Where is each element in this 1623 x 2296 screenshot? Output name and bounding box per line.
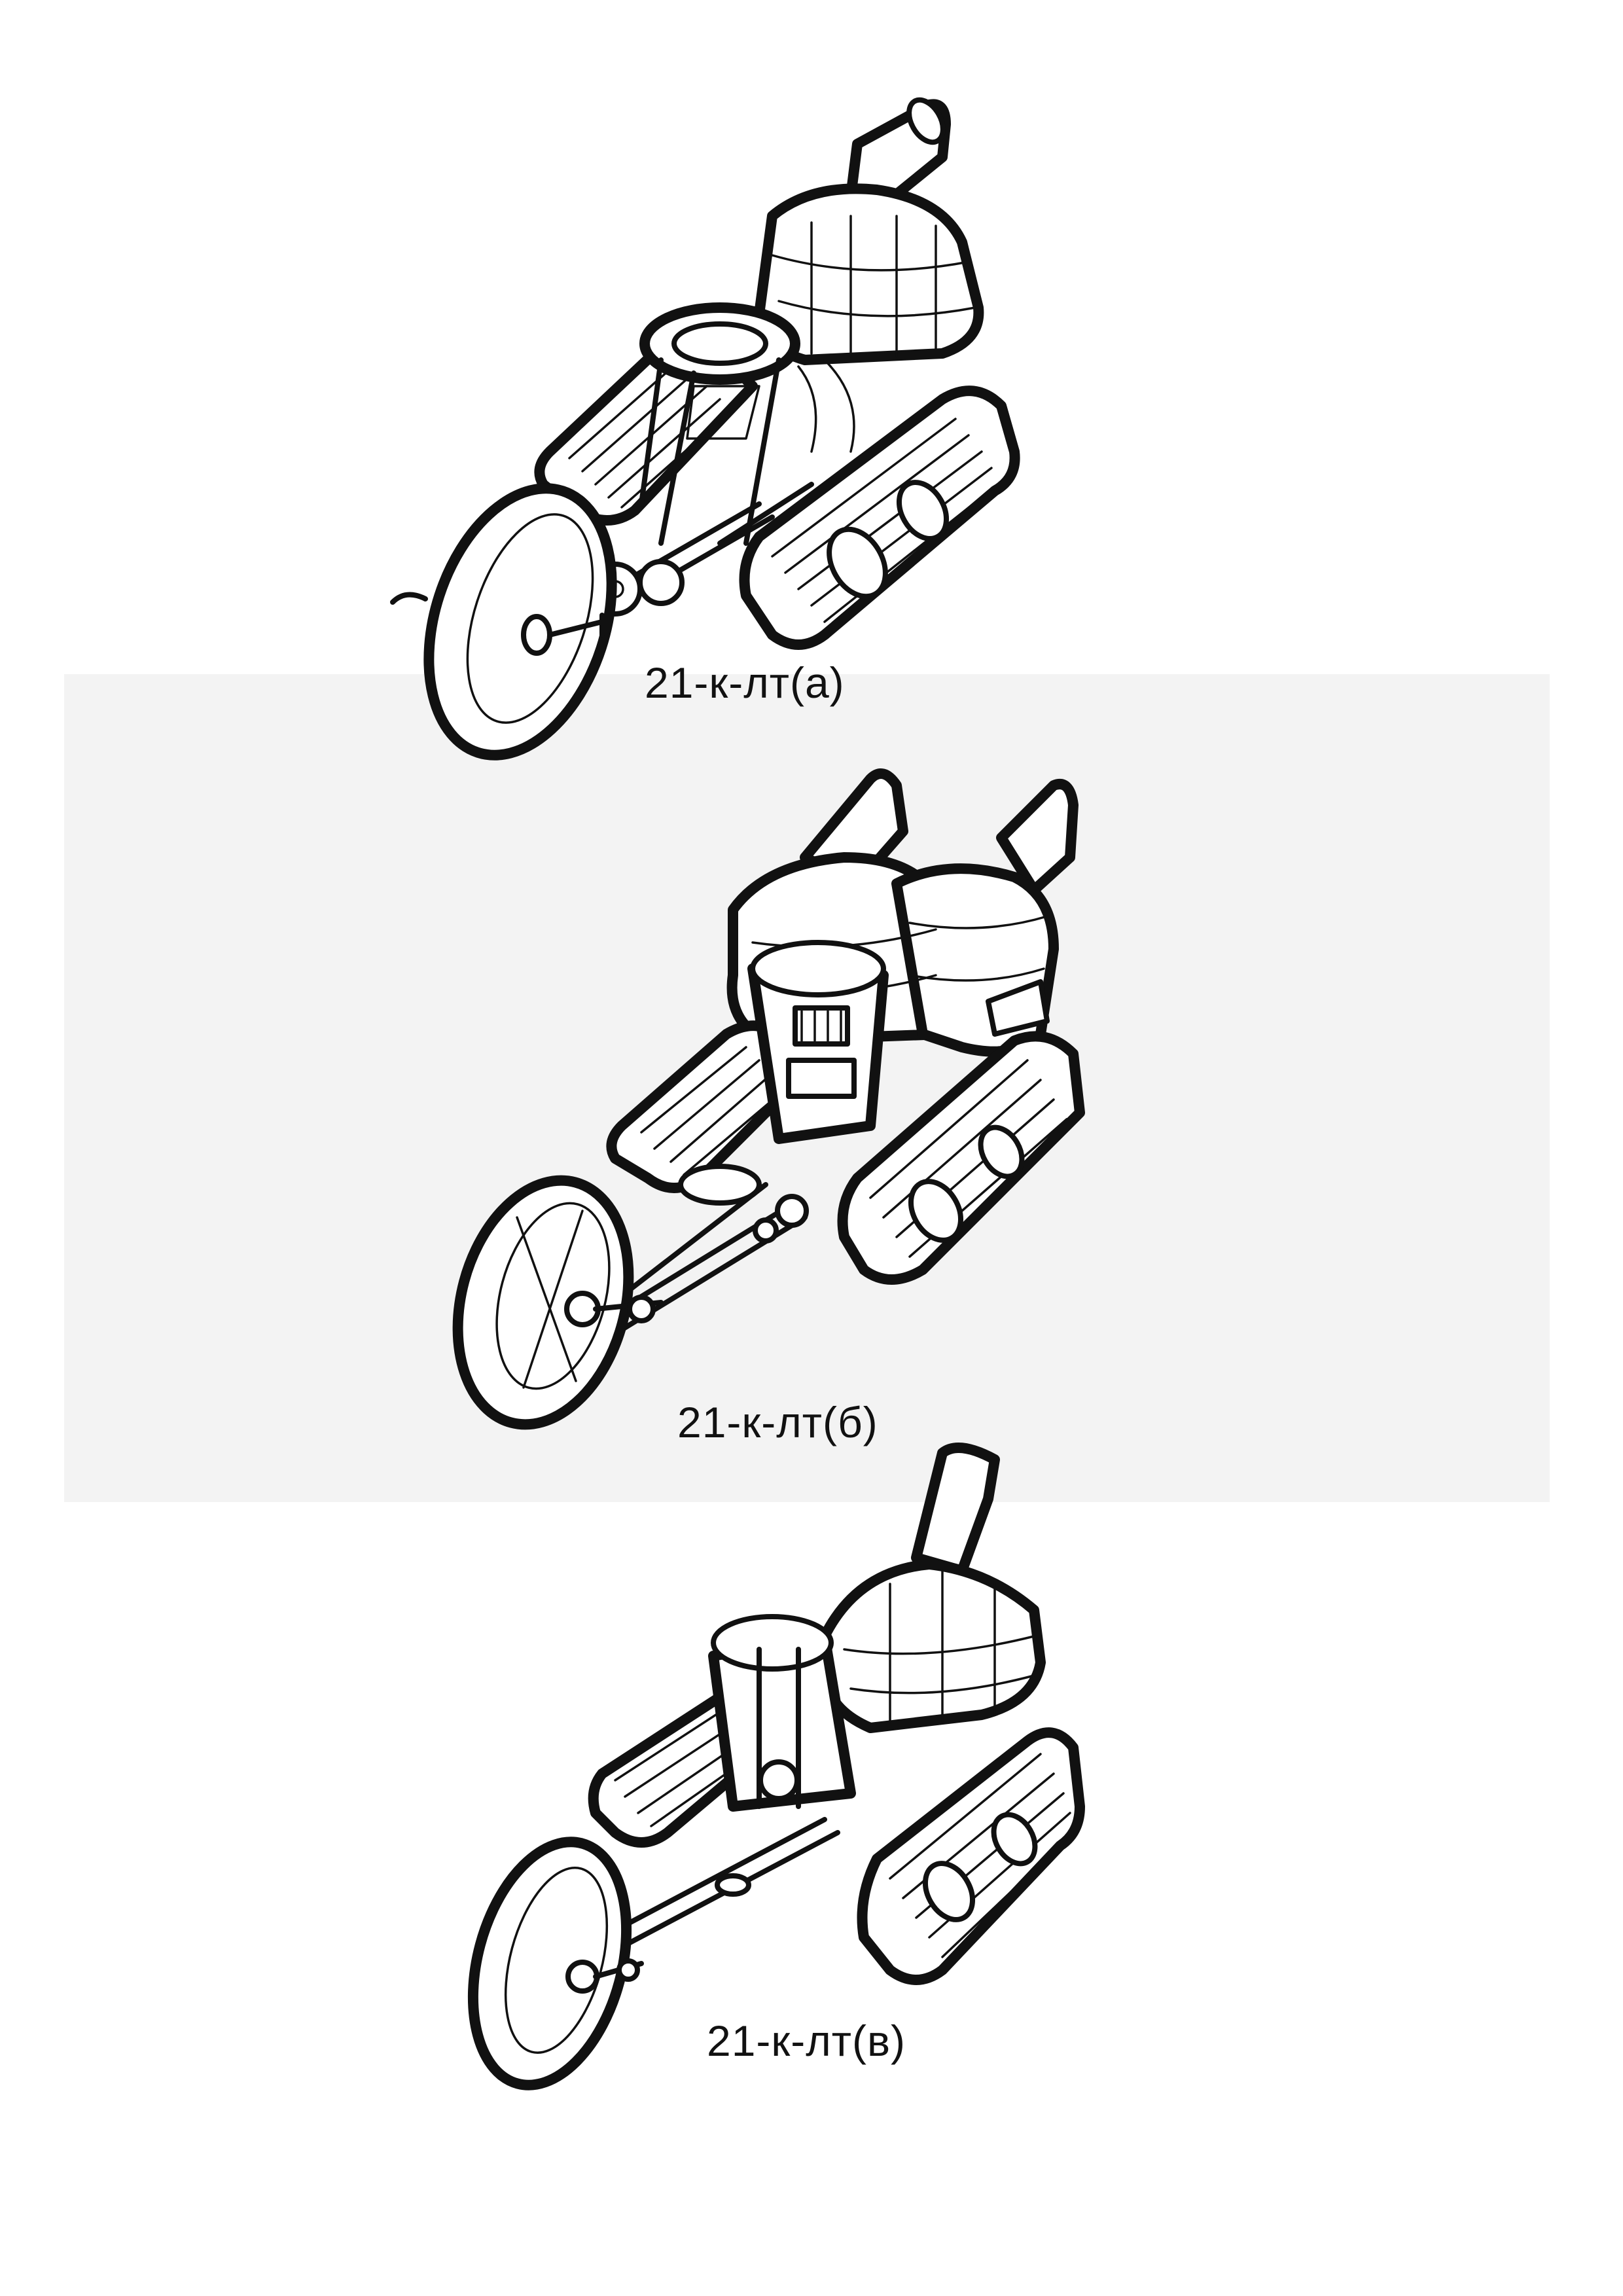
sketch-a-caption: 21-к-лт(а): [645, 658, 845, 707]
sketch-c-caption: 21-к-лт(в): [707, 2017, 906, 2065]
vehicle-sketch-a: [353, 85, 1060, 761]
vehicle-sketch-b: [425, 759, 1086, 1430]
vehicle-sketch-c: [467, 1440, 1099, 2094]
sketch-b-caption: 21-к-лт(б): [677, 1398, 878, 1446]
